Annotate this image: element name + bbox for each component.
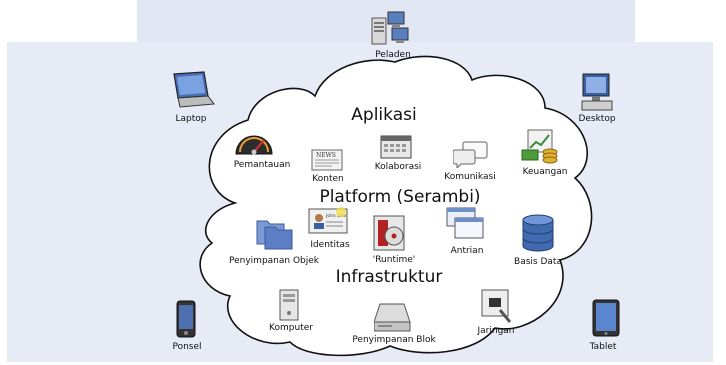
identity-label: Identitas (310, 240, 350, 250)
infrastructure-heading: Infrastruktur (335, 267, 443, 287)
finance-icon (521, 129, 558, 164)
news-icon-text: NEWS (316, 152, 336, 159)
laptop-icon (173, 71, 215, 108)
server-icon (371, 11, 409, 45)
object-storage-label: Penyimpanan Objek (229, 256, 319, 266)
news-icon: NEWS (311, 149, 343, 171)
chat-bubbles-icon (453, 141, 488, 168)
runtime-label: 'Runtime' (372, 255, 416, 265)
phone-icon (176, 300, 196, 338)
tablet-icon (592, 299, 620, 337)
compute-label: Komputer (269, 323, 313, 333)
tablet-label: Tablet (589, 342, 617, 352)
id-card-icon: John Doe (308, 207, 348, 234)
hard-drive-icon (374, 303, 411, 332)
calendar-icon (380, 135, 412, 159)
laptop-label: Laptop (175, 114, 207, 124)
queue-label: Antrian (450, 246, 484, 256)
monitoring-label: Pemantauan (233, 160, 291, 170)
database-icon (522, 214, 554, 252)
id-card-name: John Doe (325, 213, 346, 219)
server-label: Peladen (375, 50, 411, 60)
network-port-icon (481, 289, 512, 323)
applications-heading: Aplikasi (351, 105, 417, 125)
platform-heading: Platform (Serambi) (319, 187, 481, 207)
gauge-icon (235, 135, 273, 155)
collaboration-label: Kolaborasi (374, 162, 422, 172)
desktop-label: Desktop (578, 114, 616, 124)
database-label: Basis Data (514, 257, 562, 267)
folders-icon (256, 220, 293, 250)
computer-tower-icon (279, 289, 299, 321)
network-label: Jaringan (477, 326, 515, 336)
content-label: Konten (312, 174, 344, 184)
phone-label: Ponsel (172, 342, 202, 352)
queue-icon (446, 207, 484, 239)
block-storage-label: Penyimpanan Blok (352, 335, 436, 345)
communication-label: Komunikasi (444, 172, 496, 182)
desktop-icon (581, 73, 613, 111)
runtime-icon (373, 215, 405, 251)
finance-label: Keuangan (522, 167, 568, 177)
